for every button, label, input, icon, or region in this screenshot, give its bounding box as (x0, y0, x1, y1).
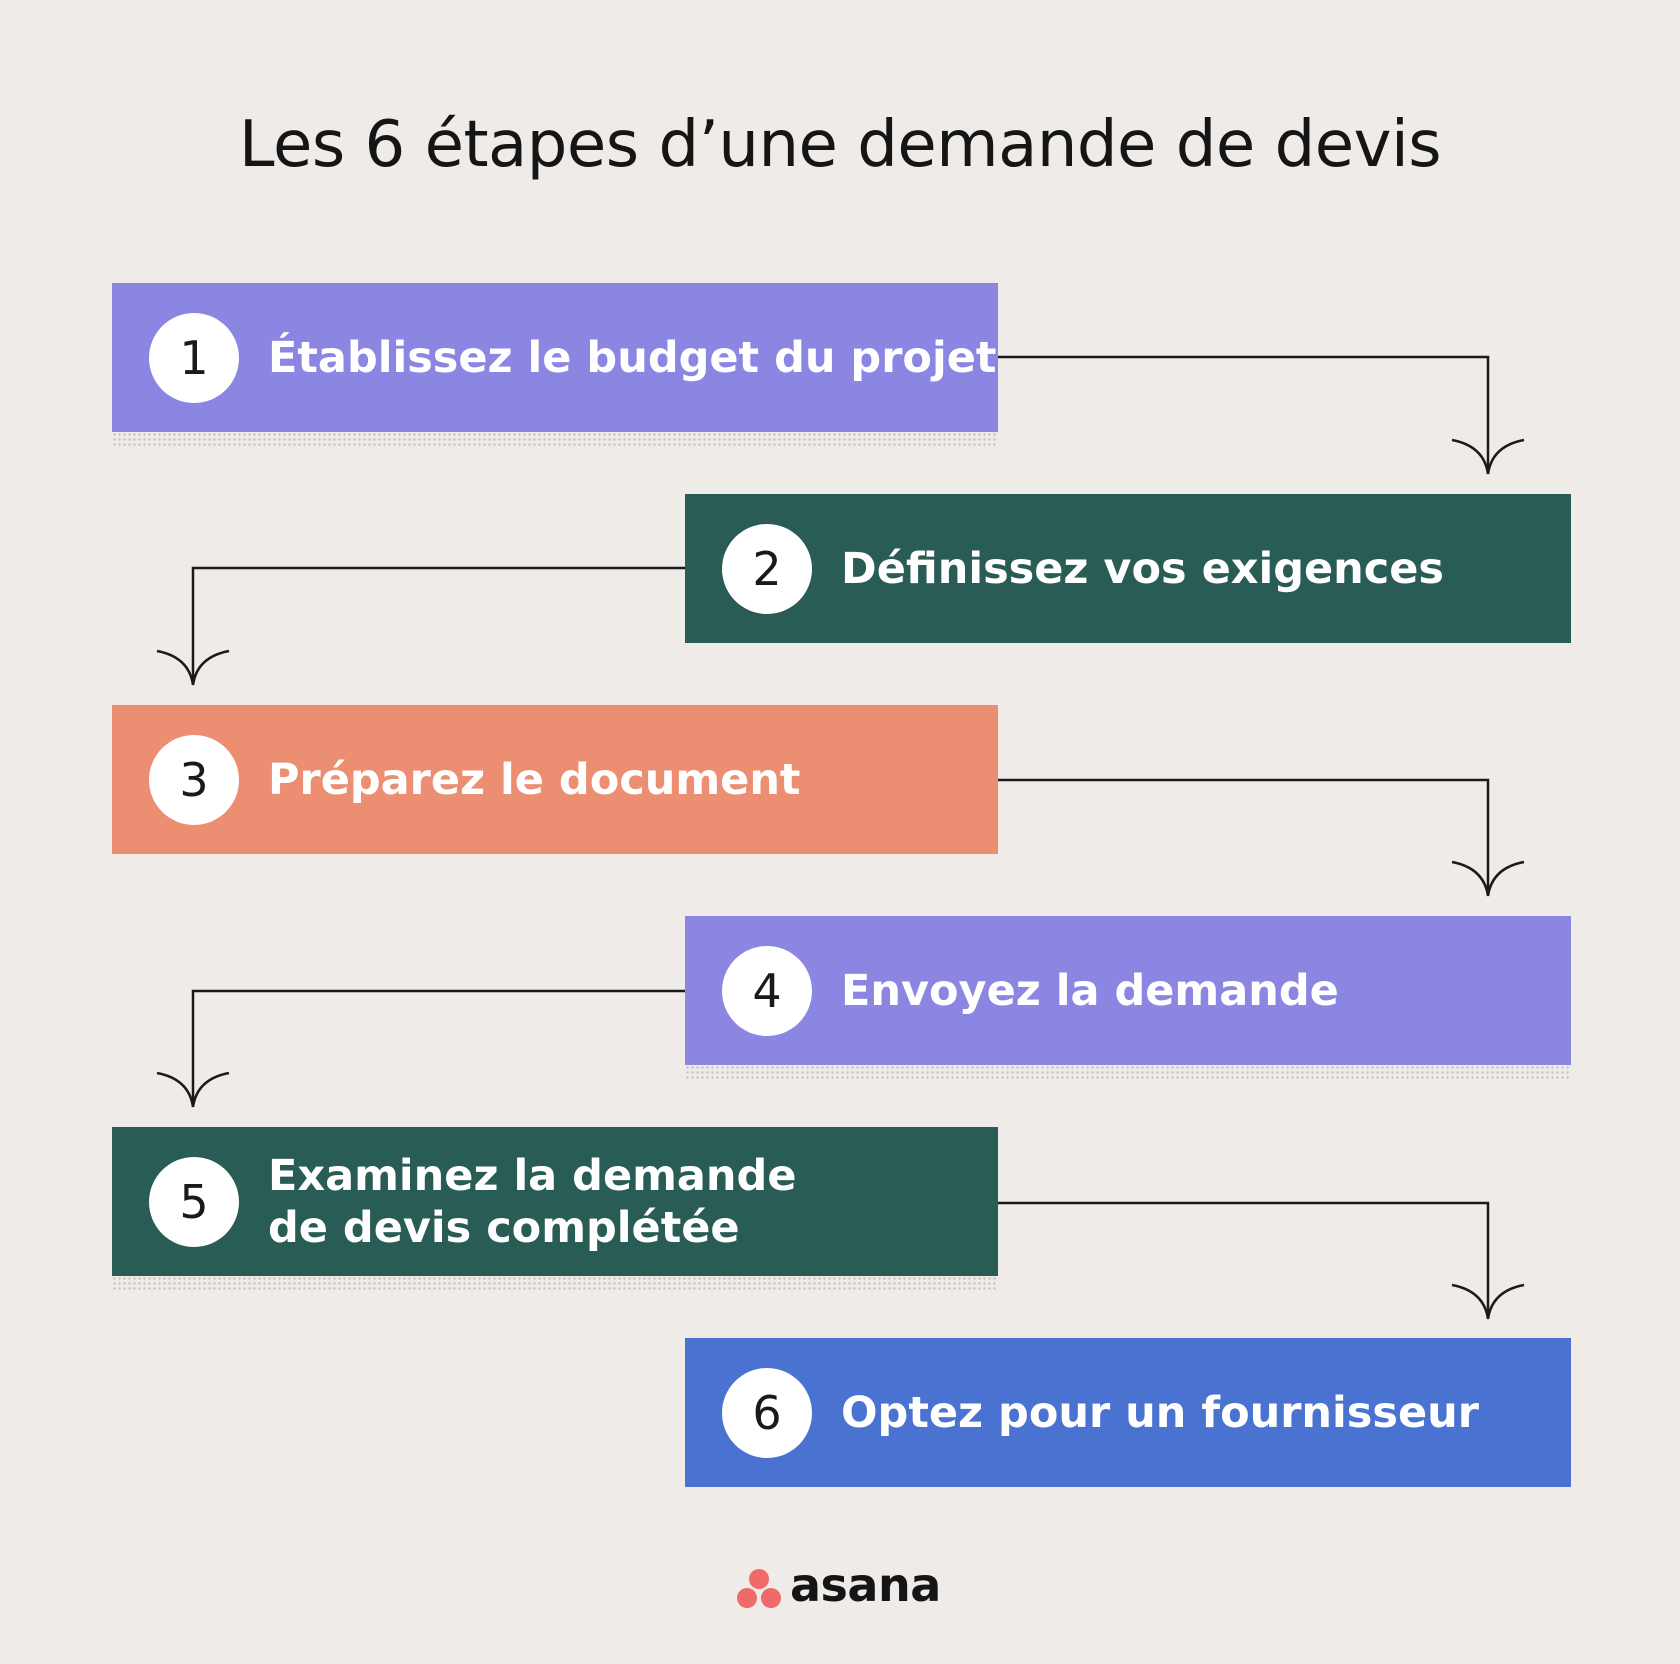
step-number-badge: 6 (722, 1368, 812, 1458)
step-number-badge: 3 (149, 735, 239, 825)
connector-2-3 (191, 566, 685, 683)
arrowhead-5-6 (1451, 1283, 1525, 1320)
step-number-badge: 2 (722, 524, 812, 614)
step-number-badge: 1 (149, 313, 239, 403)
connector-1-2 (997, 355, 1490, 472)
asana-dots-icon (737, 1569, 781, 1608)
step-label: Examinez la demande de devis complétée (268, 1150, 797, 1253)
step-2: 2 Définissez vos exigences (685, 494, 1571, 643)
page-title: Les 6 étapes d’une demande de devis (238, 108, 1442, 182)
arrowhead-1-2 (1451, 438, 1525, 475)
step-label: Envoyez la demande (841, 965, 1339, 1016)
step-label: Définissez vos exigences (841, 543, 1445, 594)
connector-5-6 (997, 1201, 1490, 1317)
step-5: 5 Examinez la demande de devis complétée (112, 1127, 998, 1290)
connector-4-5 (191, 989, 685, 1105)
step-4: 4 Envoyez la demande (685, 916, 1571, 1079)
step-3: 3 Préparez le document (112, 705, 998, 854)
step-6: 6 Optez pour un fournisseur (685, 1338, 1571, 1487)
arrowhead-4-5 (156, 1071, 230, 1108)
step-label: Préparez le document (268, 754, 801, 805)
arrowhead-3-4 (1451, 860, 1525, 897)
step-1: 1 Établissez le budget du projet (112, 283, 998, 446)
asana-logo: asana (736, 1558, 956, 1616)
arrowhead-2-3 (156, 649, 230, 686)
step-label: Établissez le budget du projet (268, 332, 997, 383)
step-number-badge: 5 (149, 1157, 239, 1247)
connector-3-4 (997, 778, 1490, 894)
asana-wordmark: asana (790, 1558, 941, 1612)
step-number-badge: 4 (722, 946, 812, 1036)
step-label: Optez pour un fournisseur (841, 1387, 1479, 1438)
